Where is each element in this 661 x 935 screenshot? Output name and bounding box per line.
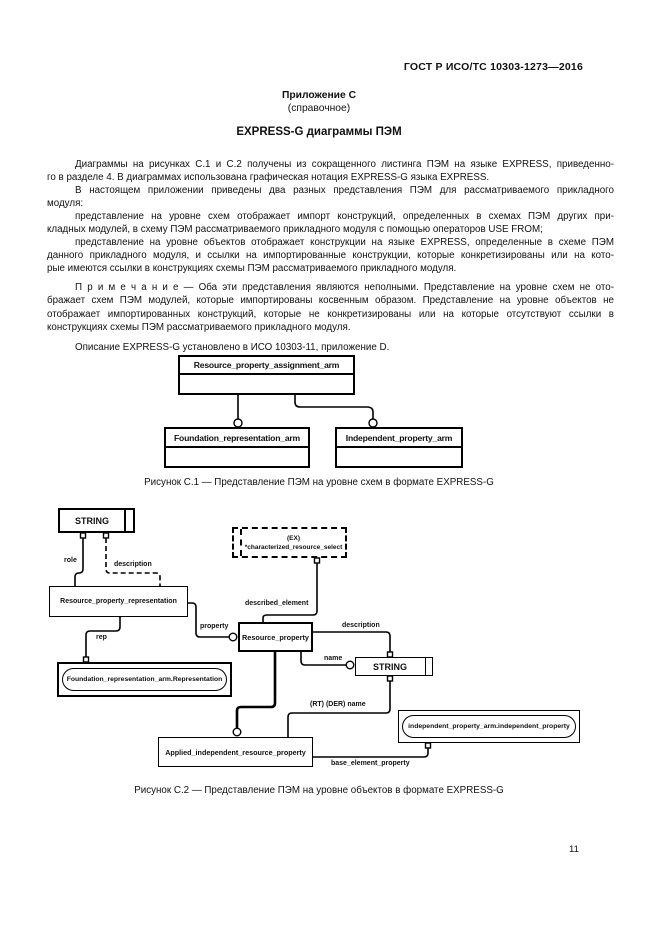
edge-label-description-1: description — [114, 561, 152, 568]
entity-box-resource-property-representation: Resource_property_representation — [49, 586, 188, 617]
select-label: *characterized_resource_select — [244, 543, 343, 551]
entity-label: Independent_property_arm — [337, 429, 461, 448]
select-type-box-characterized-resource-select: (EX) *characterized_resource_select — [232, 527, 347, 558]
type-label: STRING — [74, 515, 109, 526]
connector-description-2 — [313, 631, 391, 652]
type-box-string-1: STRING — [58, 508, 135, 533]
connector-base-element-property — [313, 748, 429, 758]
type-label: STRING — [372, 661, 407, 672]
entity-box-resource-property: Resource_property — [238, 622, 313, 652]
paragraph-1: Диаграммы на рисунках С.1 и С.2 получены… — [47, 159, 614, 184]
attribute-circle-property — [228, 632, 238, 642]
edge-label-base-element-property: base_element_property — [331, 760, 410, 767]
marker-rt-der — [386, 675, 394, 682]
connector-subtype — [235, 652, 277, 728]
interschema-box-independent-property: independent_property_arm.independent_pro… — [398, 710, 580, 743]
paragraph-3: представление на уровне схем отображает … — [47, 211, 614, 236]
paragraph-6: Описание EXPRESS-G установлено в ИСО 103… — [75, 341, 390, 353]
edge-label-described-element: described_element — [245, 600, 309, 607]
annex-heading: EXPRESS-G диаграммы ПЭМ — [236, 126, 402, 138]
edge-label-role: role — [64, 557, 77, 564]
entity-label: Resource_property_representation — [60, 598, 177, 605]
entity-box-resource-property-assignment-arm: Resource_property_assignment_arm — [178, 355, 355, 395]
marker-description-1 — [102, 532, 110, 539]
edge-label-rt-der-name: (RT) (DER) name — [310, 701, 366, 708]
interschema-label-wrap: Foundation_representation_arm.Representa… — [62, 668, 227, 691]
edge-label-name: name — [324, 655, 343, 662]
doc-code: ГОСТ Р ИСО/ТС 10303-1273—2016 — [403, 61, 583, 73]
marker-role — [79, 532, 87, 539]
connector-rt-der-name — [287, 681, 391, 737]
page-number: 11 — [569, 844, 579, 855]
entity-box-foundation-representation-arm: Foundation_representation_arm — [164, 427, 310, 468]
interschema-box-foundation-representation: Foundation_representation_arm.Representa… — [57, 662, 232, 697]
simple-type-bar — [425, 658, 426, 675]
marker-rep — [82, 656, 90, 663]
annex-title: Приложение С — [281, 90, 357, 101]
subtype-circle — [232, 727, 242, 737]
select-type-bar — [240, 529, 242, 556]
attribute-circle-name — [345, 660, 355, 670]
connector-property — [188, 602, 229, 638]
entity-box-independent-property-arm: Independent_property_arm — [335, 427, 463, 468]
connector-description-1 — [105, 538, 161, 586]
figure-c2-caption: Рисунок С.2 — Представление ПЭМ на уровн… — [134, 785, 504, 796]
marker-described-element — [313, 557, 321, 564]
interschema-label: independent_property_arm.independent_pro… — [408, 723, 570, 730]
entity-label: Resource_property — [242, 632, 309, 642]
interschema-label-wrap: independent_property_arm.independent_pro… — [402, 715, 576, 738]
body-text: Диаграммы на рисунках С.1 и С.2 получены… — [47, 158, 614, 354]
marker-base-element — [424, 742, 432, 749]
connector-c1-right — [294, 395, 374, 419]
annex-type: (справочное) — [287, 103, 351, 114]
connector-rep — [85, 617, 121, 657]
edge-label-description-2: description — [342, 622, 380, 629]
edge-label-property: property — [200, 623, 229, 630]
connector-described-element — [262, 563, 318, 622]
aggregation-circle — [368, 418, 378, 428]
figure-c1-caption: Рисунок С.1 — Представление ПЭМ на уровн… — [144, 477, 494, 488]
connector-role — [74, 538, 84, 586]
paragraph-2: В настоящем приложении приведены два раз… — [47, 185, 614, 210]
simple-type-bar — [124, 510, 126, 531]
entity-label: Applied_independent_resource_property — [165, 747, 306, 757]
type-box-string-2: STRING — [355, 657, 433, 676]
entity-label: Resource_property_assignment_arm — [180, 357, 353, 375]
connector-name — [300, 652, 346, 666]
paragraph-4: представление на уровне объектов отображ… — [47, 237, 614, 275]
aggregation-circle — [233, 418, 243, 428]
entity-label: Foundation_representation_arm — [166, 429, 308, 448]
select-tag: (EX) — [287, 534, 300, 542]
entity-box-applied-independent-resource-property: Applied_independent_resource_property — [158, 737, 313, 767]
marker-description-2 — [386, 651, 394, 658]
note-paragraph: П р и м е ч а н и е — Оба эти представле… — [47, 282, 614, 333]
interschema-label: Foundation_representation_arm.Representa… — [66, 676, 223, 683]
edge-label-rep: rep — [96, 634, 107, 641]
